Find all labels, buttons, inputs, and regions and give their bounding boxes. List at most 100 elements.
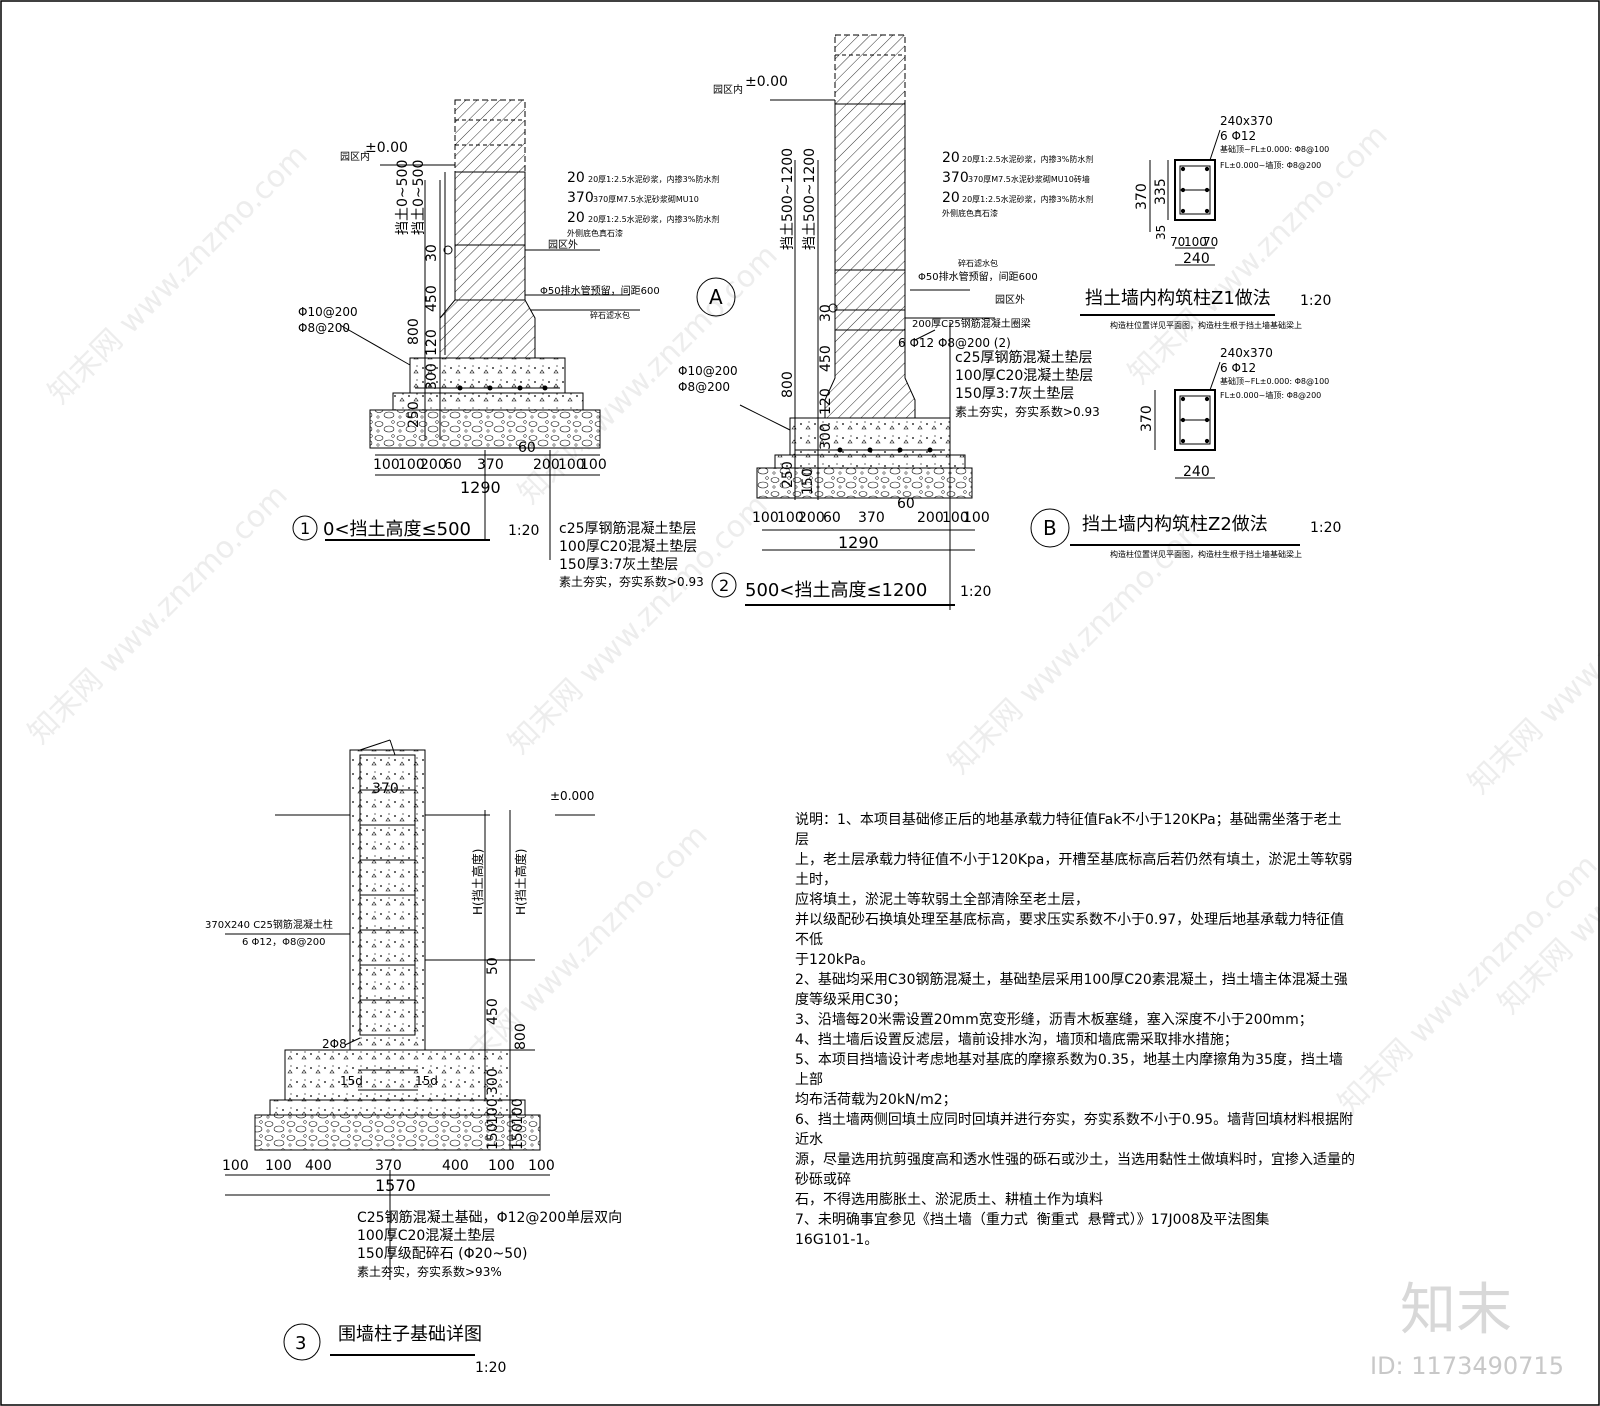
zb-size: 240x370 [1220, 346, 1273, 360]
note-line: 均布活荷载为20kN/m2； [795, 1092, 957, 1108]
d1-layer-num-1: 20 [567, 170, 585, 186]
d2-vdim-8: 150 [800, 468, 816, 495]
zb-title: 挡土墙内构筑柱Z2做法 [1082, 514, 1268, 535]
d1-wall-top [454, 99, 526, 173]
d3-title: 围墙柱子基础详图 [338, 1324, 482, 1345]
d1-hdim-6: 100 [558, 457, 585, 473]
d2-hdim-1: 100 [777, 510, 804, 526]
d2-hdim-3: 60 [823, 510, 841, 526]
d1-hdim-2: 200 [420, 457, 447, 473]
d1-layer-num-2: 370 [567, 190, 594, 206]
d2-scale: 1:20 [960, 584, 991, 600]
d3-vdim-7: 150 [510, 1123, 526, 1150]
d2-drain: Φ50排水管预留，间距600 [918, 270, 1038, 283]
zb-sub: 构造柱位置详见平面图，构造柱生根于挡土墙基础梁上 [1110, 549, 1302, 559]
d1-vdim-1: 挡土0~500 [411, 160, 427, 235]
d3-hdim-6: 100 [528, 1158, 555, 1174]
d3-vdim-4: 100 [485, 1098, 501, 1125]
za-dim-v1: 335 [1153, 178, 1169, 205]
za-dim-h3: 240 [1183, 251, 1210, 267]
note-line: 应将填土，淤泥土等软弱土全部清除至老土层， [795, 892, 1089, 908]
d1-hdim-1: 100 [398, 457, 425, 473]
d3-col-note-2: 6 Φ12，Φ8@200 [242, 937, 325, 948]
d3-base-2: 100厚C20混凝土垫层 [357, 1228, 495, 1244]
d1-base-3: 150厚3:7灰土垫层 [559, 557, 678, 573]
d1-vdim-6: 300 [424, 363, 440, 390]
d3-top-dim: 370 [372, 781, 399, 797]
d2-vdim-1: 挡土500~1200 [802, 148, 818, 250]
d2-gravel: 碎石滤水包 [958, 258, 998, 268]
note-line: 5、本项目挡墙设计考虑地基对基底的摩擦系数为0.35，地基土内摩擦角为35度，挡… [795, 1052, 1343, 1088]
detail-3-text: 370 ±0.000 370X240 C25钢筋混凝土柱 6 Φ12，Φ8@20… [205, 781, 622, 1376]
d2-rebar-1: Φ10@200 [678, 364, 738, 378]
d3-vdim-2: 800 [513, 1023, 529, 1050]
d2-base-4: 素土夯实，夯实系数>0.93 [955, 404, 1100, 419]
d2-vdim-2: 30 [818, 304, 834, 322]
d2-dim-60: 60 [897, 496, 915, 512]
d2-hdim-5: 200 [917, 510, 944, 526]
d2-layer-3: 20厚1:2.5水泥砂浆，内掺3%防水剂 [962, 194, 1093, 204]
d1-hdim-3: 60 [444, 457, 462, 473]
d2-cushion [774, 454, 966, 469]
d3-elev: ±0.000 [550, 789, 594, 803]
d2-hdim-4: 370 [858, 510, 885, 526]
note-line: 并以级配砂石换填处理至基底标高，要求压实系数不小于0.97，处理后地基承载力特征… [795, 912, 1345, 948]
d1-elev: ±0.00 [365, 140, 408, 156]
detail-3 [225, 739, 595, 1361]
d3-15d-b: 15d [415, 1074, 438, 1088]
note-line: 说明：1、本项目基础修正后的地基承载力特征值Fak不小于120KPa；基础需坐落… [795, 812, 1342, 848]
d1-total: 1290 [460, 478, 501, 497]
za-title: 挡土墙内构筑柱Z1做法 [1085, 288, 1271, 309]
d3-col-note-1: 370X240 C25钢筋混凝土柱 [205, 918, 333, 931]
d3-rebar-2: 2Φ8 [322, 1037, 347, 1051]
d1-outer-label: 园区外 [548, 239, 578, 251]
d1-hdim-5: 200 [533, 457, 560, 473]
zb-stirrup-1: 基础顶~FL±0.000: Φ8@100 [1220, 376, 1329, 386]
d2-layer-1: 20厚1:2.5水泥砂浆，内掺3%防水剂 [962, 154, 1093, 164]
d2-title: 500<挡土高度≤1200 [745, 580, 927, 601]
d2-layer-num-1: 20 [942, 150, 960, 166]
d3-h1: H(挡土高度) [470, 849, 485, 915]
note-line: 上，老土层承载力特征值不小于120Kpa，开槽至基底标高后若仍然有填土，淤泥土等… [795, 852, 1353, 888]
d2-outer-label: 园区外 [995, 294, 1025, 306]
d3-vdim-5: 150 [485, 1123, 501, 1150]
d3-vdim-6: 100 [510, 1098, 526, 1125]
d2-hdim-0: 100 [752, 510, 779, 526]
d1-hdim-7: 100 [580, 457, 607, 473]
note-line: 源，尽量选用抗剪强度高和透水性强的砾石或沙土，当选用黏性土做填料时，宜掺入适量的… [795, 1152, 1355, 1188]
d3-footing [284, 1049, 511, 1101]
d1-gravel: 碎石滤水包 [590, 310, 630, 320]
d1-layer-4: 外侧底色真石漆 [567, 228, 623, 238]
d2-base-1: c25厚钢筋混凝土垫层 [955, 349, 1093, 366]
d2-col-note: 200厚C25钢筋混凝土圈梁 [912, 317, 1031, 330]
d2-wall [824, 103, 916, 419]
d2-gravel-bed [756, 467, 973, 499]
d3-h2: H(挡土高度) [513, 849, 528, 915]
detail-a-text: 240x370 6 Φ12 基础顶~FL±0.000: Φ8@100 FL±0.… [1085, 114, 1331, 330]
detail-b-text: 240x370 6 Φ12 基础顶~FL±0.000: Φ8@100 FL±0.… [1043, 346, 1341, 559]
d1-base-4: 素土夯实，夯实系数>0.93 [559, 574, 704, 589]
note-line: 6、挡土墙两侧回填土应同时回填并进行夯实，夯实系数不小于0.95。墙背回填材料根… [795, 1112, 1354, 1148]
d1-layer-1: 20厚1:2.5水泥砂浆，内掺3%防水剂 [588, 174, 719, 184]
detail-b [1030, 361, 1300, 548]
d3-base-1: C25钢筋混凝土基础，Φ12@200单层双向 [357, 1209, 622, 1226]
d1-gravel-bed [369, 409, 601, 449]
d1-layer-num-3: 20 [567, 210, 585, 226]
zb-column [1174, 389, 1216, 451]
za-dim-v0: 370 [1134, 183, 1150, 210]
d1-rebar-2: Φ8@200 [298, 321, 350, 335]
note-line: 7、未明确事宜参见《挡土墙（重力式 衡重式 悬臂式）》17J008及平法图集 [795, 1212, 1270, 1228]
d2-layer-2: 370厚M7.5水泥砂浆砌MU10砖墙 [968, 174, 1090, 184]
d3-base-4: 素土夯实，夯实系数>93% [357, 1264, 502, 1279]
za-sub: 构造柱位置详见平面图，构造柱生根于挡土墙基础梁上 [1110, 320, 1302, 330]
d3-hdim-4: 400 [442, 1158, 469, 1174]
note-line: 度等级采用C30； [795, 992, 907, 1008]
zb-rebar: 6 Φ12 [1220, 361, 1256, 375]
d2-vdim-0: 挡土500~1200 [780, 148, 796, 250]
general-notes: 说明：1、本项目基础修正后的地基承载力特征值Fak不小于120KPa；基础需坐落… [795, 810, 1355, 1250]
image-id: ID: 1173490715 [1370, 1352, 1564, 1380]
d1-layer-3: 20厚1:2.5水泥砂浆，内掺3%防水剂 [588, 214, 719, 224]
za-size: 240x370 [1220, 114, 1273, 128]
za-rebar: 6 Φ12 [1220, 129, 1256, 143]
